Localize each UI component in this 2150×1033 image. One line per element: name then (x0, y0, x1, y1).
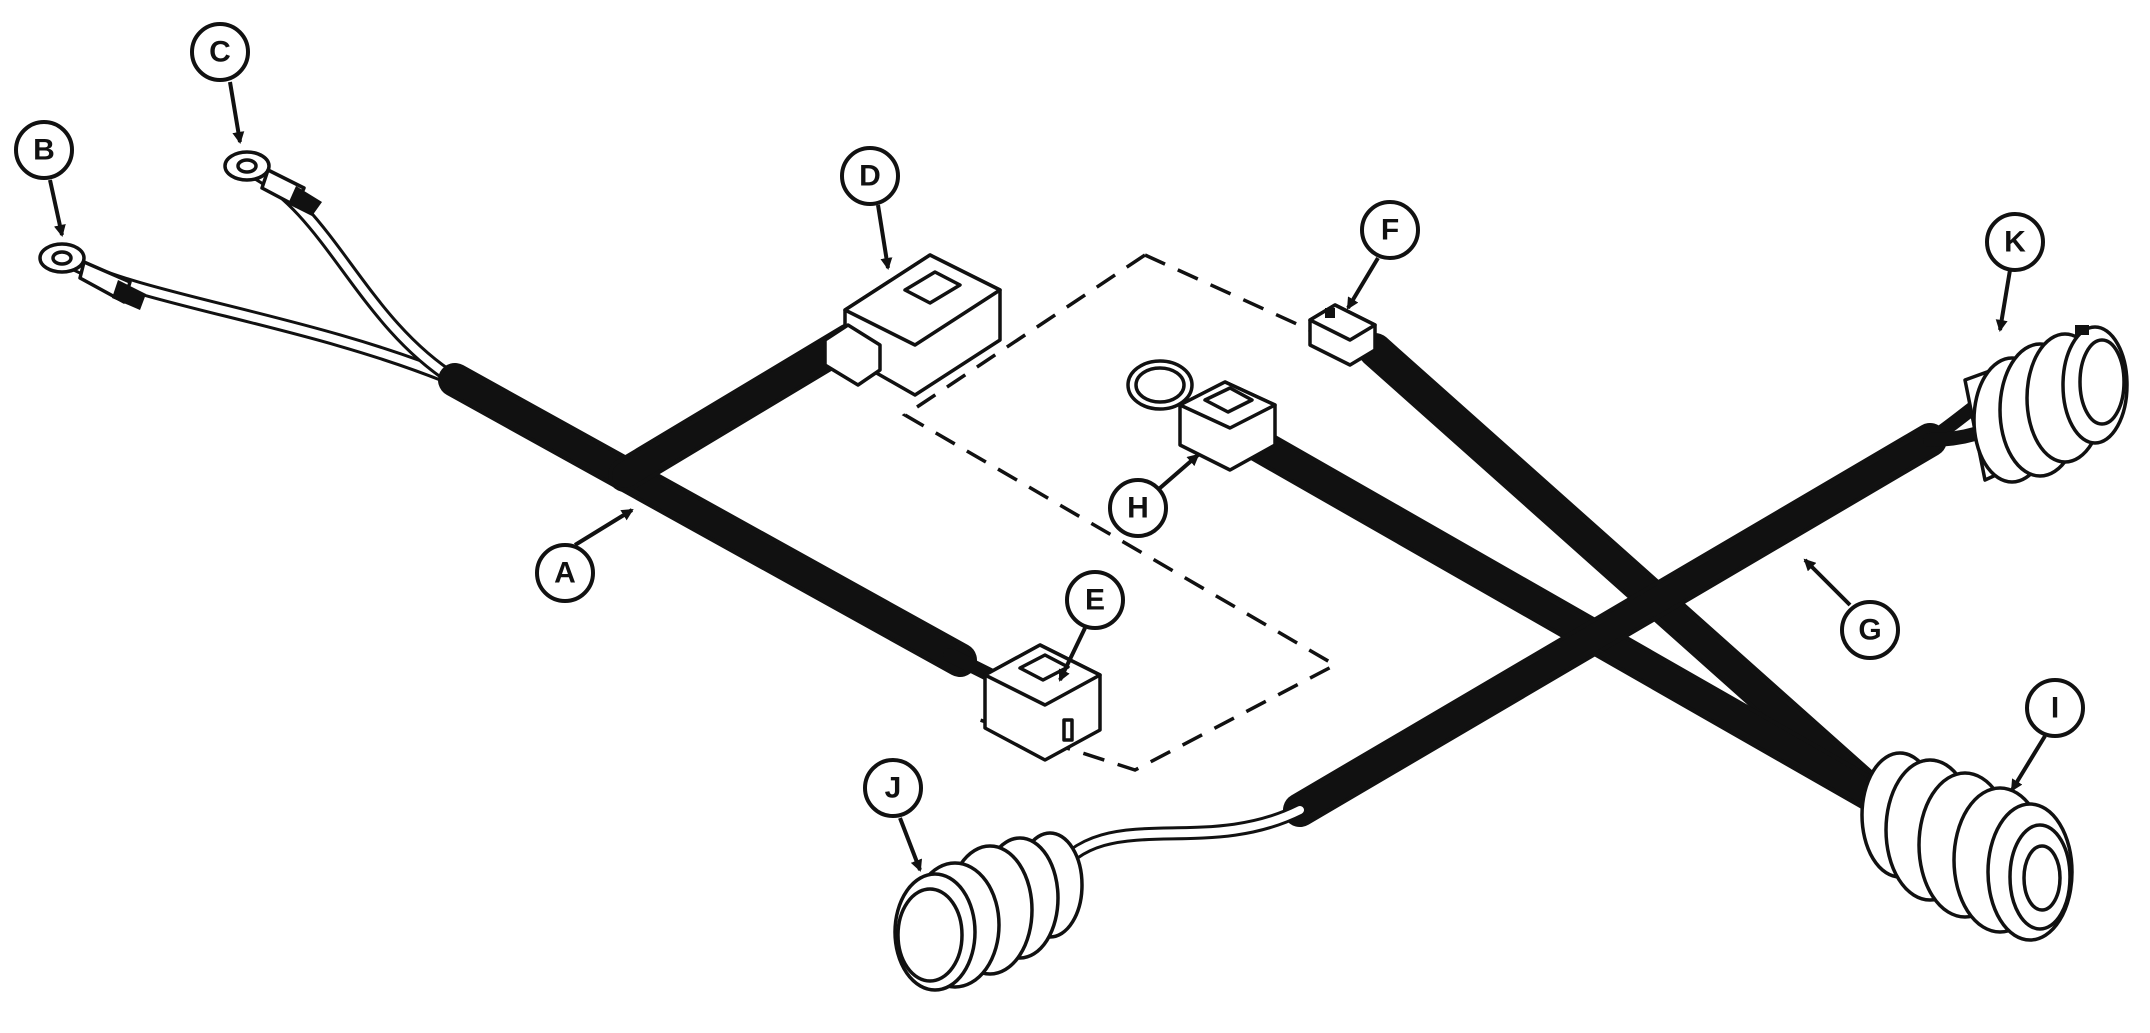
connector-k (1963, 325, 2129, 484)
callout-h: H (1108, 453, 1200, 538)
callout-c: C (190, 22, 250, 144)
connector-i (1860, 751, 2074, 942)
callout-label-b: B (33, 134, 55, 167)
callout-label-d: D (859, 160, 881, 193)
callout-label-e: E (1085, 584, 1105, 617)
connector-e (943, 643, 1102, 762)
callout-d: D (840, 146, 900, 270)
callout-b: B (14, 120, 74, 237)
connector-h (1126, 359, 1277, 472)
harness-a (63, 163, 977, 677)
connector-j (893, 831, 1084, 992)
callout-j: J (863, 758, 923, 872)
callout-k: K (1985, 212, 2045, 332)
callout-i: I (2010, 678, 2085, 792)
callout-a: A (535, 508, 634, 603)
connector-d (823, 253, 1002, 397)
callout-label-i: I (2051, 692, 2059, 725)
ring-lug-c (223, 150, 322, 216)
ring-lug-b (38, 242, 146, 310)
callout-label-k: K (2004, 226, 2026, 259)
callout-g: G (1803, 558, 1900, 660)
harness-g (1043, 333, 2017, 887)
callout-label-c: C (209, 36, 231, 69)
callout-e: E (1058, 570, 1125, 682)
callout-label-f: F (1381, 214, 1399, 247)
callout-label-h: H (1127, 492, 1149, 525)
callouts: A B C D E F (14, 22, 2085, 872)
dashed-group-outline (901, 253, 1339, 772)
connector-f (1308, 303, 1377, 367)
callout-label-j: J (885, 772, 902, 805)
callout-f: F (1346, 200, 1420, 310)
callout-label-a: A (554, 557, 576, 590)
callout-label-g: G (1858, 614, 1881, 647)
